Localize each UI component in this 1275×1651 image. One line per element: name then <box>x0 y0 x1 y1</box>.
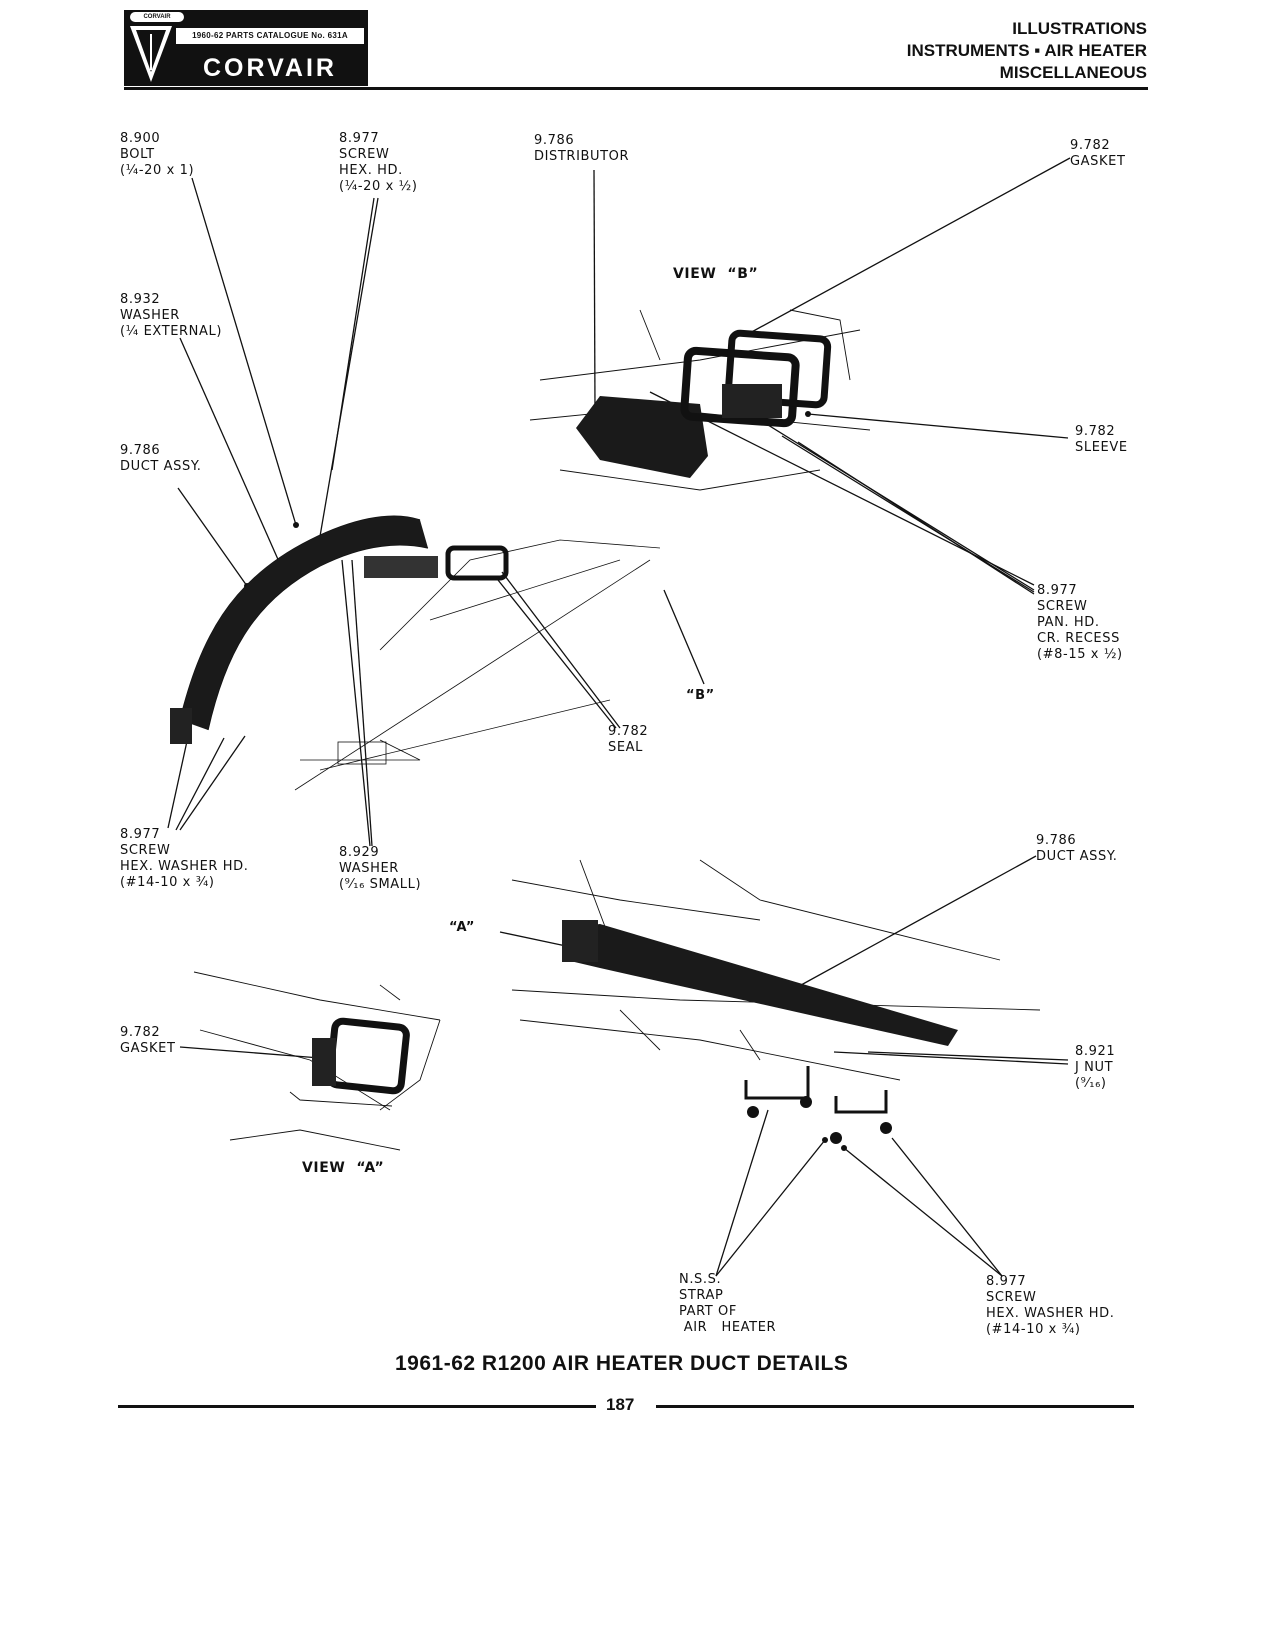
view-b-title: VIEW “B” <box>673 266 759 282</box>
callout-distributor: 9.786 DISTRIBUTOR <box>534 133 630 164</box>
section-line-3: MISCELLANEOUS <box>999 63 1147 82</box>
callout-washer-small: 8.929 WASHER (⁹⁄₁₆ SMALL) <box>339 845 422 892</box>
callout-gasket-top: 9.782 GASKET <box>1070 138 1126 169</box>
logo-badge: CORVAIR <box>130 12 184 22</box>
header-rule <box>124 87 1148 90</box>
callout-washer-external: 8.932 WASHER (¼ EXTERNAL) <box>120 292 223 339</box>
figure-caption: 1961-62 R1200 AIR HEATER DUCT DETAILS <box>395 1352 849 1375</box>
callout-j-nut: 8.921 J NUT (⁹⁄₁₆) <box>1075 1044 1116 1091</box>
view-a-marker: “A” <box>449 920 476 935</box>
callout-screw-hex-washer-left: 8.977 SCREW HEX. WASHER HD. (#14-10 x ¾) <box>120 827 249 890</box>
callout-screw-hex-washer-right: 8.977 SCREW HEX. WASHER HD. (#14-10 x ¾) <box>986 1274 1115 1337</box>
callout-duct-assy-right: 9.786 DUCT ASSY. <box>1036 833 1118 864</box>
brand-name: CORVAIR <box>203 54 337 82</box>
view-a-title: VIEW “A” <box>302 1160 385 1176</box>
callout-screw-hex-hd: 8.977 SCREW HEX. HD. (¼-20 x ½) <box>339 131 418 194</box>
callout-seal: 9.782 SEAL <box>608 724 649 755</box>
catalog-number: 1960-62 PARTS CATALOGUE No. 631A <box>176 28 364 44</box>
view-b-marker: “B” <box>686 688 715 703</box>
corvair-logo: CORVAIR 1960-62 PARTS CATALOGUE No. 631A… <box>124 10 368 86</box>
crossed-flags-emblem-icon <box>130 26 172 82</box>
callout-screw-pan-hd: 8.977 SCREW PAN. HD. CR. RECESS (#8-15 x… <box>1037 583 1123 662</box>
page-number: 187 <box>606 1395 635 1414</box>
section-line-1: ILLUSTRATIONS <box>1012 19 1147 38</box>
callout-nss-strap: N.S.S. STRAP PART OF AIR HEATER <box>679 1272 777 1335</box>
callout-duct-assy-left: 9.786 DUCT ASSY. <box>120 443 202 474</box>
section-heading: ILLUSTRATIONS INSTRUMENTS ▪ AIR HEATER M… <box>907 18 1147 84</box>
callout-gasket-bottom: 9.782 GASKET <box>120 1025 176 1056</box>
callout-sleeve: 9.782 SLEEVE <box>1075 424 1128 455</box>
callout-bolt: 8.900 BOLT (¼-20 x 1) <box>120 131 195 178</box>
section-line-2: INSTRUMENTS ▪ AIR HEATER <box>906 41 1147 60</box>
footer-rule-right <box>656 1405 1134 1408</box>
footer-rule-left <box>118 1405 596 1408</box>
